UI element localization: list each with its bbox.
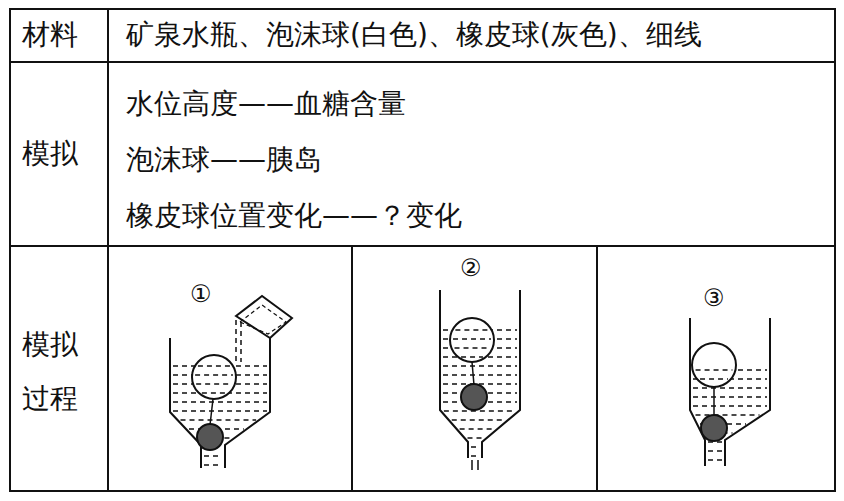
table-grid (10, 9, 835, 491)
table-cell: 矿泉水瓶、泡沫球(白色)、橡皮球(灰色)、细线 (126, 18, 702, 52)
callout-number: ② (460, 254, 482, 283)
table-cell: 泡沫球——胰岛 (126, 143, 322, 177)
rubber-balls (197, 384, 727, 450)
table-cell: 过程 (22, 382, 78, 416)
foam-water-dashes (195, 330, 732, 393)
strings (210, 362, 714, 425)
table-cell: 橡皮球位置变化——？变化 (126, 199, 462, 233)
table-cell: 材料 (22, 18, 78, 52)
table-cell: 模拟 (22, 137, 78, 171)
table-cell: 模拟 (22, 328, 78, 362)
bottles (170, 290, 770, 470)
table-cell: 水位高度——血糖含量 (126, 87, 406, 121)
pouring-cup (236, 296, 292, 362)
callout-number: ③ (703, 284, 725, 313)
callout-number: ① (190, 280, 212, 309)
